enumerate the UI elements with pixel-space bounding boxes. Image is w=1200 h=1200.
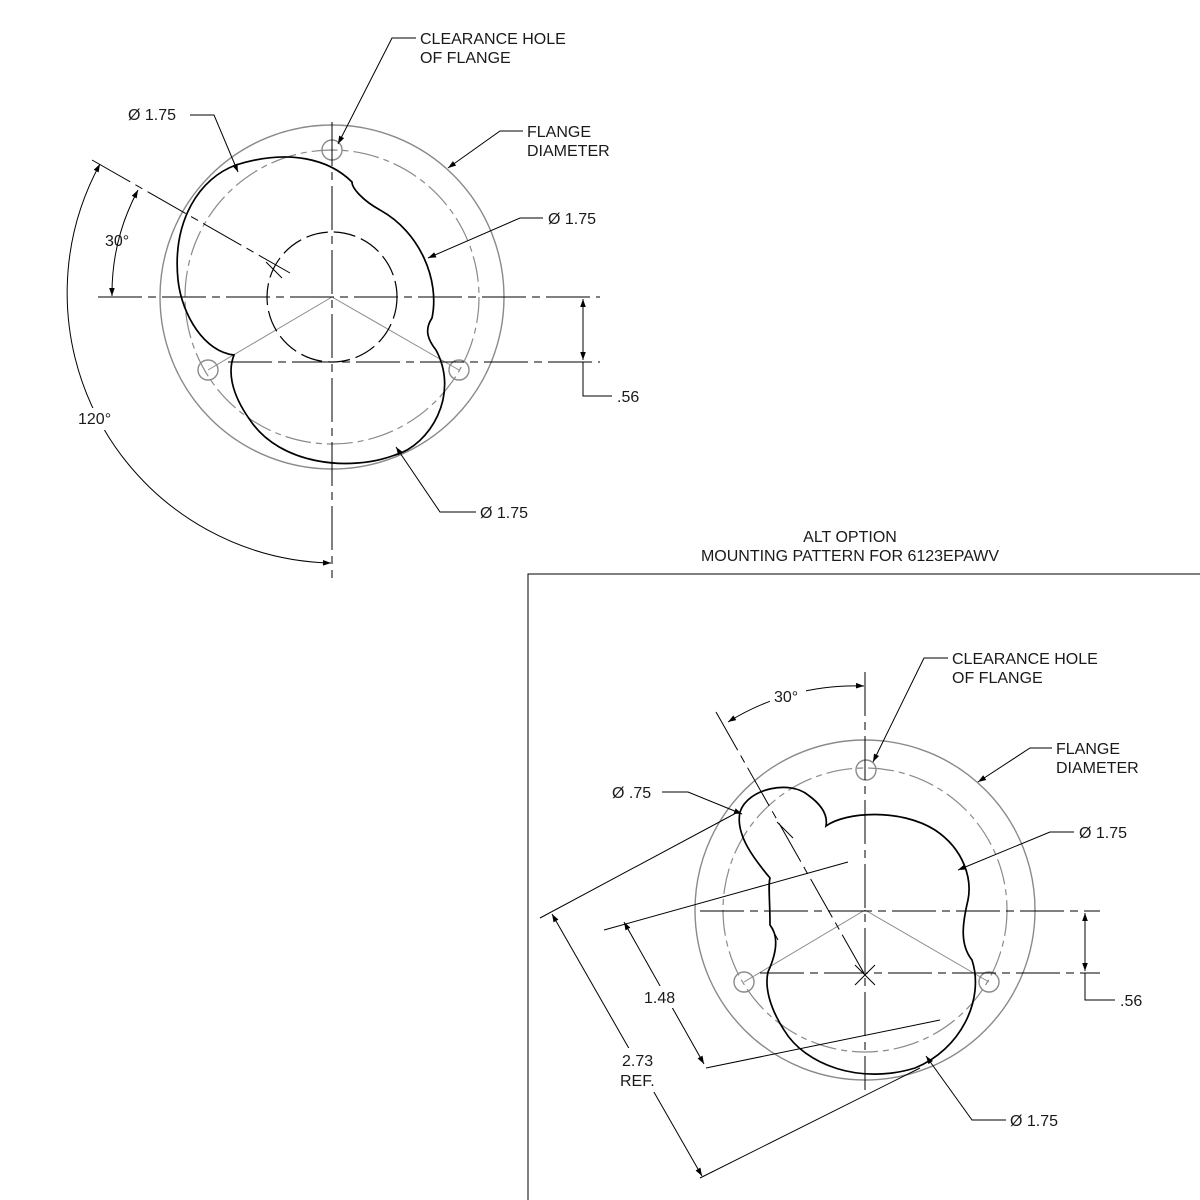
view1-clearance-hole-right <box>448 359 470 381</box>
view1-leader-dia-right <box>427 217 543 259</box>
view2-angle-30-label: 30° <box>774 689 798 706</box>
view2-title-line2: MOUNTING PATTERN FOR 6123EPAWV <box>701 548 999 565</box>
view1-angle-120-arc <box>66 163 332 566</box>
view2-bolt-circle <box>722 767 1008 1053</box>
view2-ray-right <box>864 909 990 983</box>
view2-leader-dia-small <box>662 791 743 815</box>
view1-callout-clearance-line2: OF FLANGE <box>420 50 511 67</box>
view2-leader-flange-diameter <box>977 747 1052 783</box>
view2-leader-clearance-hole <box>872 657 948 763</box>
view1-angle-30-label: 30° <box>105 233 129 250</box>
view2-leader-dia-bottom <box>925 1055 1006 1121</box>
view1-dia-bottom: Ø 1.75 <box>480 505 528 522</box>
view2-dim-273-label-line1: 2.73 <box>622 1053 653 1070</box>
view2-center-mark-b <box>854 964 876 986</box>
view1-callout-clearance-line1: CLEARANCE HOLE <box>420 31 566 48</box>
view2-clearance-hole-top <box>855 759 877 781</box>
view1-leader-dia-upper-left <box>190 114 239 173</box>
view2-dia-small: Ø .75 <box>612 785 651 802</box>
view2-callout-flange-line1: FLANGE <box>1056 741 1120 758</box>
view2-dia-bottom: Ø 1.75 <box>1010 1113 1058 1130</box>
view1-angle-120-label-bg <box>74 408 118 430</box>
view2-ext-line-bottom-outer <box>699 1067 921 1179</box>
view2-cutout-inner-edge <box>769 924 779 941</box>
view1-callout-flange-line2: DIAMETER <box>527 143 610 160</box>
view2-title-line1: ALT OPTION <box>803 529 897 546</box>
view1-dia-right: Ø 1.75 <box>548 211 596 228</box>
view2-ext-line-top-inner <box>603 861 849 931</box>
view2-dim-56-label: .56 <box>1120 993 1142 1010</box>
view2-frame <box>527 573 1200 1200</box>
view2-leader-dia-right <box>957 831 1074 871</box>
view2-dim-273-label-bg <box>616 1048 664 1092</box>
view2-clearance-hole-right <box>978 971 1000 993</box>
view-1-mounting-pattern: CLEARANCE HOLE OF FLANGE FLANGE DIAMETER… <box>66 31 639 578</box>
view2-dim-273-line <box>551 913 703 1177</box>
view1-cutout-profile <box>176 156 446 465</box>
view2-clearance-hole-left <box>733 971 755 993</box>
view1-leader-clearance-hole <box>337 37 416 145</box>
view2-center-mark-c <box>776 821 794 839</box>
view1-leader-dia-bottom <box>395 446 476 513</box>
view2-callout-clearance-line1: CLEARANCE HOLE <box>952 651 1098 668</box>
view2-ext-line-top-outer <box>539 811 739 919</box>
view2-callout-flange-line2: DIAMETER <box>1056 760 1139 777</box>
view2-ray-left <box>743 909 866 983</box>
view1-dia-upper-left: Ø 1.75 <box>128 107 176 124</box>
view2-dim-273-label-line2: REF. <box>620 1073 655 1090</box>
view2-ext-line-bottom-inner <box>705 1019 941 1069</box>
view1-dim-56-leader <box>582 362 612 397</box>
view2-callout-clearance-line2: OF FLANGE <box>952 670 1043 687</box>
view2-dim-56-leader <box>1084 973 1115 1001</box>
view2-angle-30-label-bg <box>770 686 806 706</box>
view1-leader-flange-diameter <box>447 130 523 169</box>
view2-centerline-30deg <box>715 711 866 976</box>
view1-centerline-30deg <box>91 159 291 274</box>
view2-dim-148-label: 1.48 <box>644 990 675 1007</box>
view1-dim-56-label: .56 <box>617 389 639 406</box>
view1-callout-flange-line1: FLANGE <box>527 124 591 141</box>
view2-dia-right: Ø 1.75 <box>1079 825 1127 842</box>
view1-ray-right <box>331 296 460 371</box>
view-2-alt-mounting-pattern: ALT OPTION MOUNTING PATTERN FOR 6123EPAW… <box>527 529 1200 1200</box>
view1-angle-120-label: 120° <box>78 411 111 428</box>
